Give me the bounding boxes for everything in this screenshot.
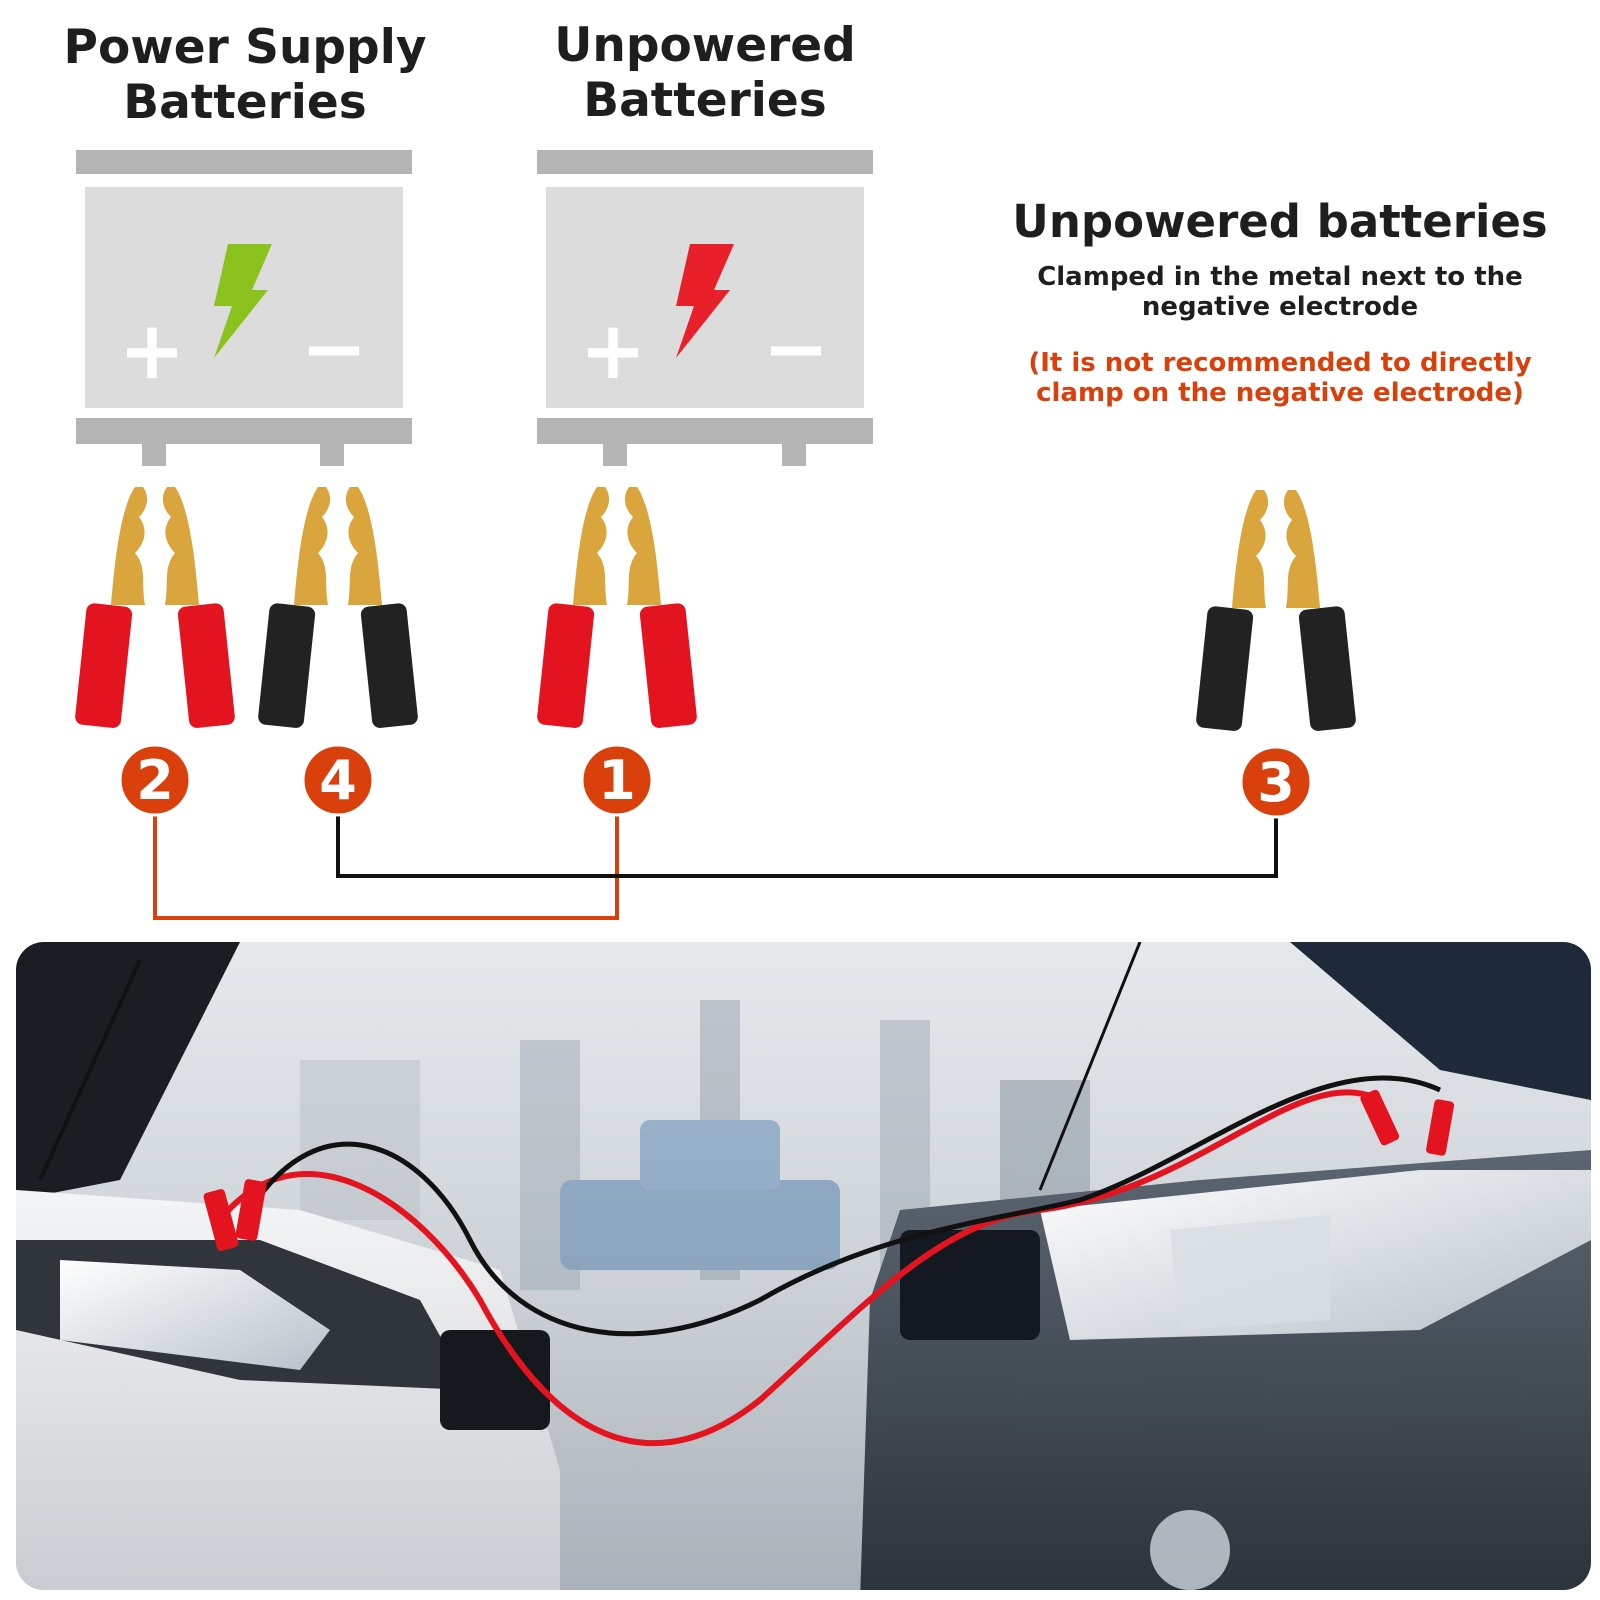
step-marker-label: 1 bbox=[598, 749, 636, 812]
plus-icon: + bbox=[118, 304, 185, 397]
red-clamp-icon bbox=[537, 487, 697, 728]
step-marker-2: 2 bbox=[118, 743, 192, 817]
negative-terminal bbox=[320, 444, 344, 466]
black-clamp-icon bbox=[258, 487, 418, 728]
jump-start-cars-photo bbox=[16, 942, 1591, 1590]
red-cable-line bbox=[153, 810, 619, 920]
negative-terminal bbox=[782, 444, 806, 466]
red-bolt-icon bbox=[676, 244, 734, 358]
red-clamp-icon bbox=[75, 487, 235, 728]
positive-terminal bbox=[603, 444, 627, 466]
minus-icon: − bbox=[300, 302, 367, 395]
note-title: Unpowered batteries bbox=[1012, 195, 1548, 248]
green-bolt-icon bbox=[214, 244, 272, 358]
plus-icon: + bbox=[579, 304, 646, 397]
step-marker-4: 4 bbox=[301, 743, 375, 817]
power-supply-battery: + − bbox=[76, 150, 412, 466]
step-marker-label: 2 bbox=[136, 749, 174, 812]
unpowered-heading: Unpowered Batteries bbox=[554, 18, 856, 128]
note-description: Clamped in the metal next to the negativ… bbox=[1037, 262, 1523, 322]
step-marker-3: 3 bbox=[1239, 745, 1313, 819]
step-marker-1: 1 bbox=[580, 743, 654, 817]
power-supply-heading: Power Supply Batteries bbox=[63, 20, 427, 130]
step-marker-label: 3 bbox=[1257, 751, 1295, 814]
black-clamp-icon bbox=[1196, 490, 1356, 731]
step-marker-label: 4 bbox=[319, 749, 357, 812]
positive-terminal bbox=[142, 444, 166, 466]
black-cable-line bbox=[336, 810, 1278, 878]
note-warning: (It is not recommended to directly clamp… bbox=[1028, 348, 1532, 408]
minus-icon: − bbox=[762, 302, 829, 395]
unpowered-battery: + − bbox=[537, 150, 873, 466]
